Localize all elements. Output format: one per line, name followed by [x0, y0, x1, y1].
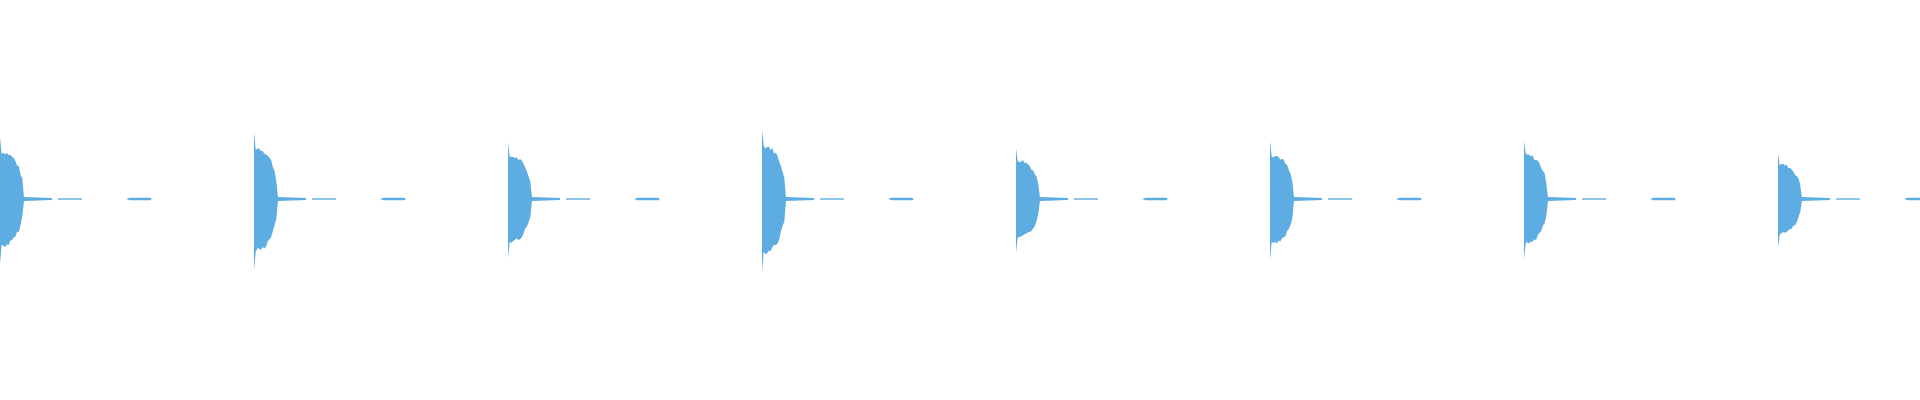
waveform-pulse: [1524, 141, 1676, 260]
echo-blip: [1142, 197, 1168, 201]
echo-dash: [1582, 198, 1606, 200]
echo-blip: [1904, 197, 1920, 201]
echo-blip: [380, 197, 406, 201]
echo-blip: [126, 197, 152, 201]
echo-blip: [1650, 197, 1676, 201]
echo-dash: [566, 198, 590, 200]
pulse-tail: [532, 197, 560, 201]
pulse-tail: [24, 197, 52, 201]
waveform-pulse: [508, 142, 660, 259]
pulse-tail: [278, 197, 306, 201]
echo-blip: [634, 197, 660, 201]
echo-blip: [1396, 197, 1422, 201]
echo-dash: [1328, 198, 1352, 200]
echo-dash: [1074, 198, 1098, 200]
waveform-pulse: [0, 137, 152, 264]
pulse-tail: [1548, 197, 1576, 201]
echo-dash: [312, 198, 336, 200]
pulse-tail: [1294, 197, 1322, 201]
waveform-pulse: [1778, 153, 1920, 248]
pulse-tail: [786, 197, 814, 201]
pulse-body: [1778, 153, 1802, 248]
pulse-tail: [1040, 197, 1068, 201]
pulse-tail: [1802, 197, 1830, 201]
pulse-body: [508, 142, 532, 259]
echo-dash: [1836, 198, 1860, 200]
pulse-body: [1270, 141, 1294, 260]
waveform-pulse: [762, 129, 914, 273]
pulse-body: [0, 137, 24, 264]
echo-blip: [888, 197, 914, 201]
echo-dash: [58, 198, 82, 200]
pulse-body: [1016, 148, 1040, 253]
echo-dash: [820, 198, 844, 200]
pulse-body: [762, 129, 786, 273]
waveform-pulse: [254, 132, 406, 270]
waveform-pulse: [1270, 141, 1422, 260]
pulse-body: [254, 132, 278, 270]
waveform-pulse: [1016, 148, 1168, 253]
pulse-body: [1524, 141, 1548, 260]
